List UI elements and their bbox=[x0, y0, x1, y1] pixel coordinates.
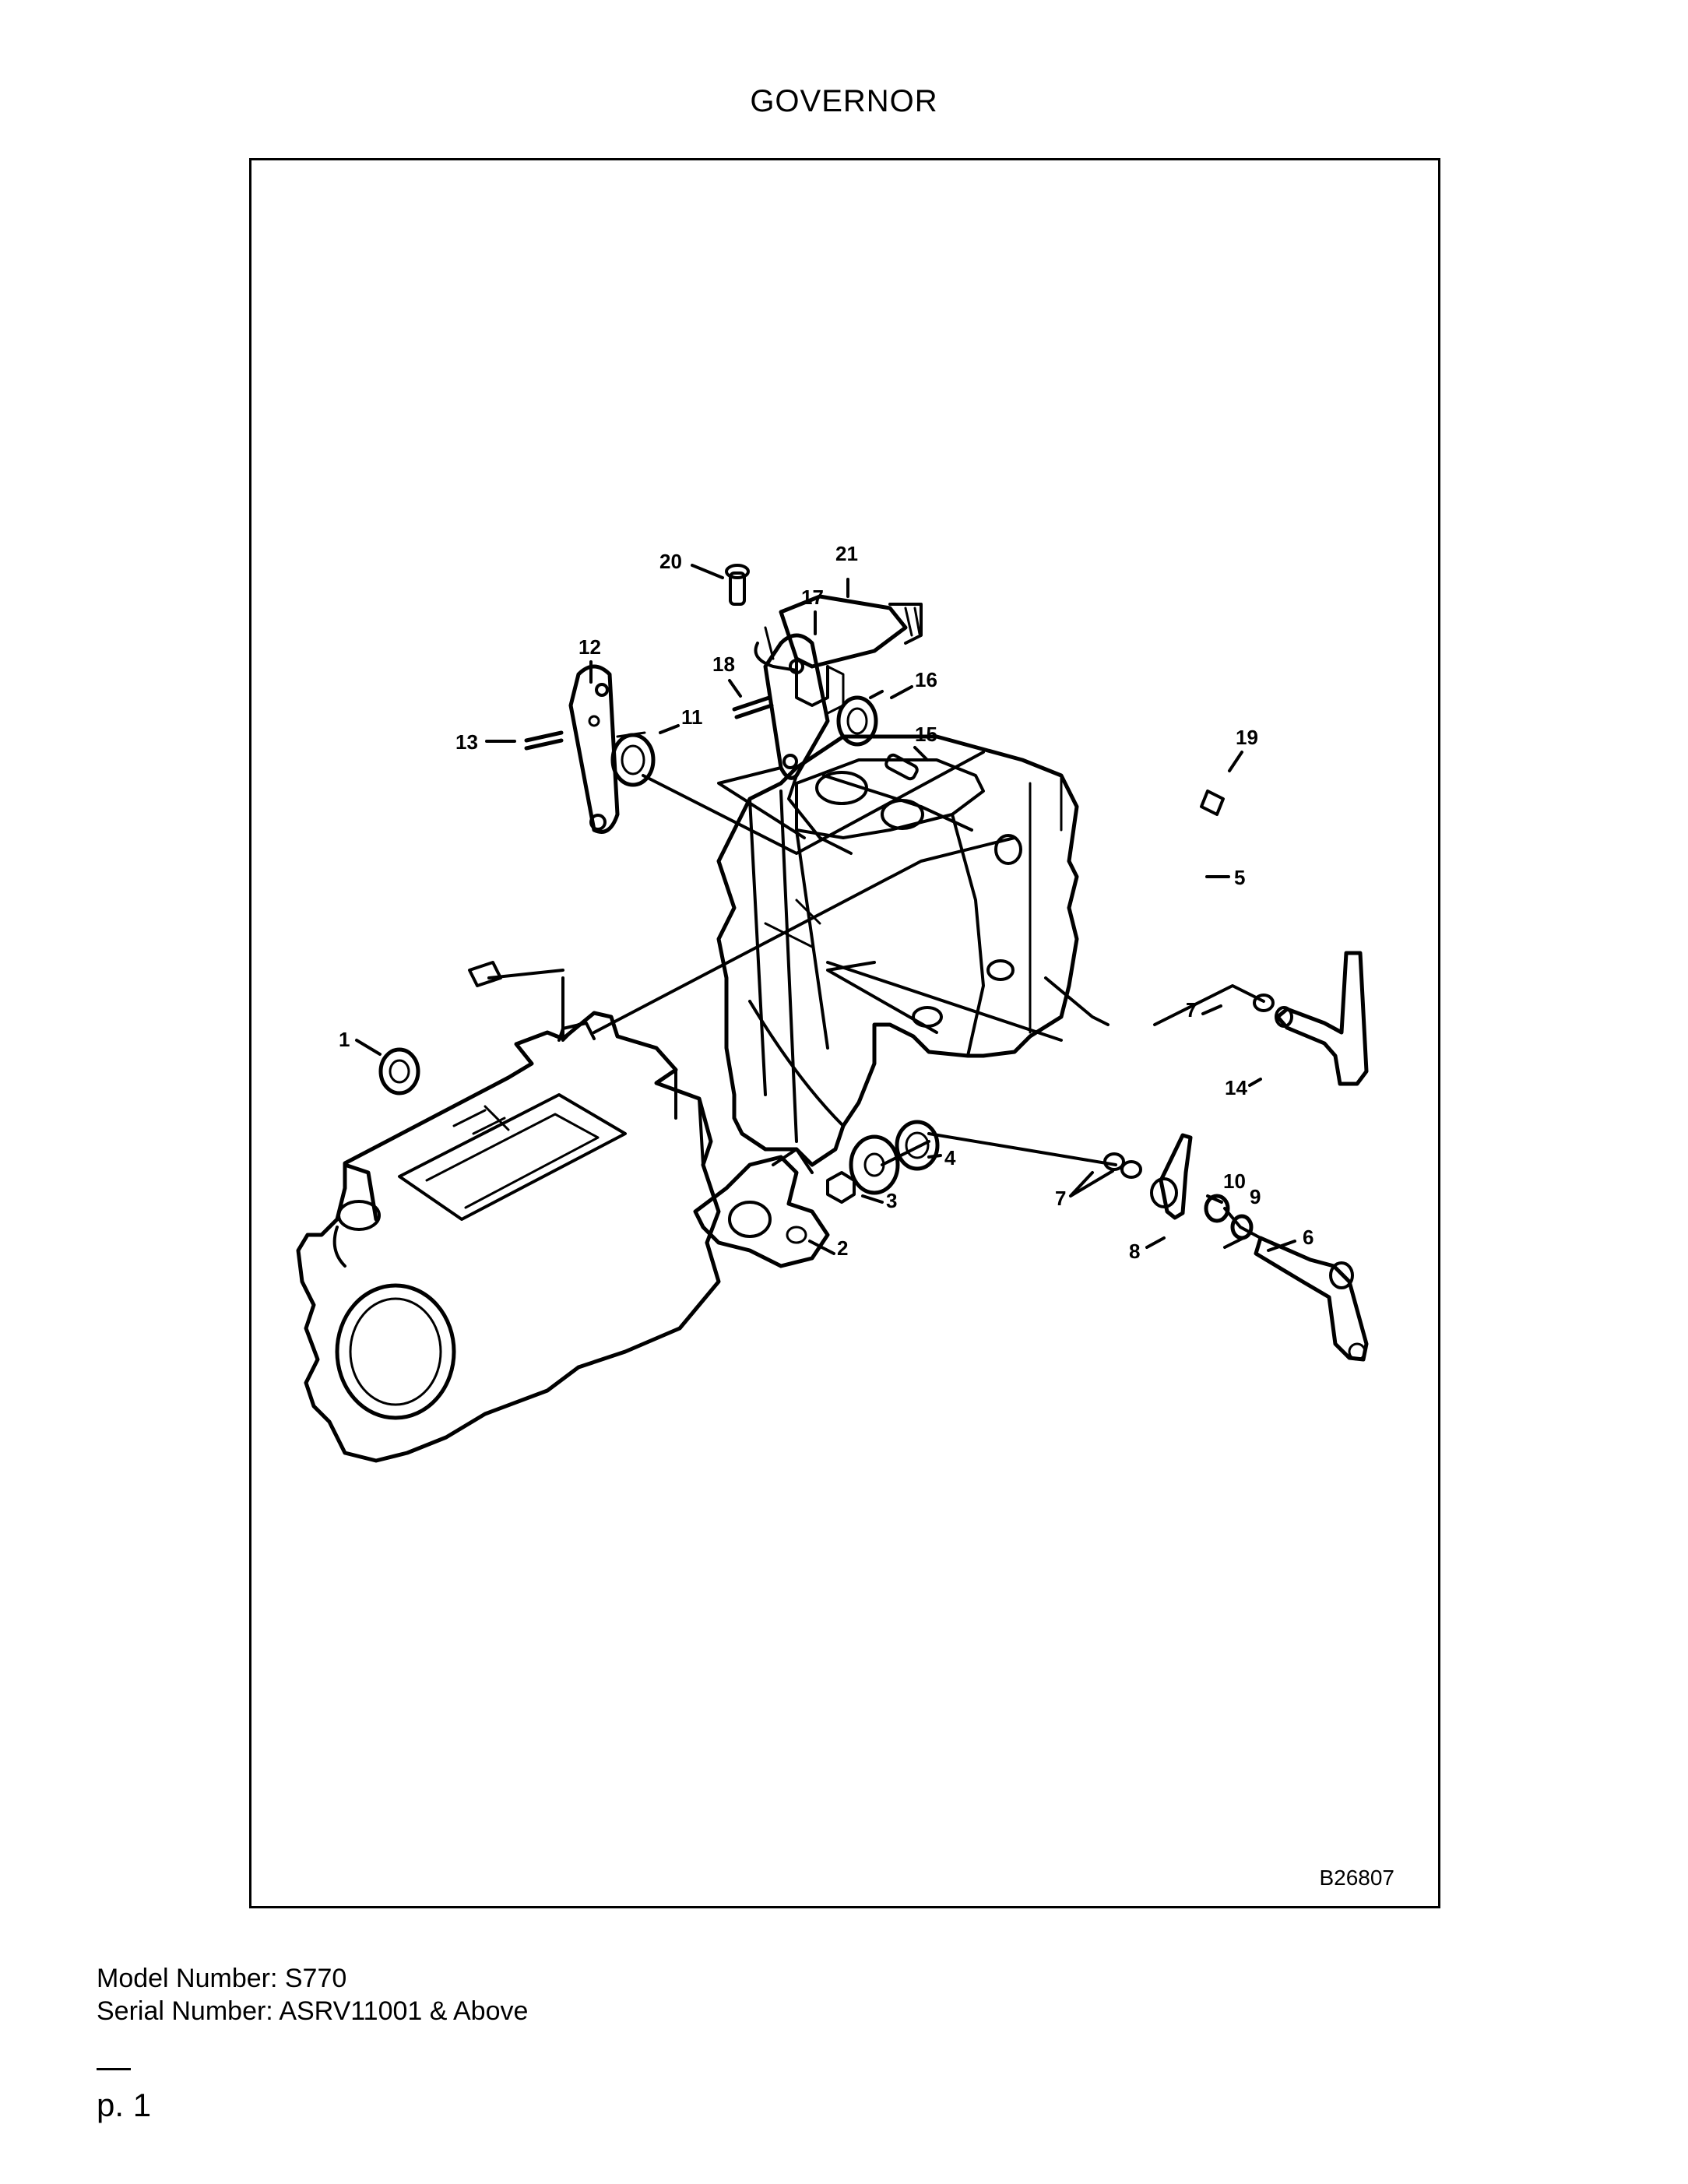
page-title: GOVERNOR bbox=[750, 84, 938, 118]
footer-info: Model Number: S770 Serial Number: ASRV11… bbox=[97, 1962, 528, 2027]
part-label-6: 6 bbox=[1303, 1226, 1313, 1249]
part-label-5: 5 bbox=[1234, 866, 1245, 889]
part-label-19: 19 bbox=[1236, 726, 1258, 749]
page-number: p. 1 bbox=[97, 2087, 152, 2123]
part-label-13: 13 bbox=[455, 730, 478, 754]
o-ring-7-lower-a-drawing bbox=[1103, 1152, 1125, 1171]
governor-diagram-drawing: 1 2 3 4 5 6 7 7 8 9 10 11 12 13 14 15 16… bbox=[296, 542, 1369, 1463]
part-label-14: 14 bbox=[1225, 1076, 1247, 1099]
part-label-1: 1 bbox=[339, 1028, 350, 1051]
engine-block-drawing bbox=[296, 1011, 721, 1463]
bolt-20-drawing bbox=[729, 571, 746, 606]
page-number-rule bbox=[97, 2068, 131, 2070]
part-label-15: 15 bbox=[915, 723, 937, 746]
bolt-13-drawing bbox=[524, 730, 564, 751]
o-ring-7-lower-b-drawing bbox=[1120, 1160, 1142, 1179]
part-label-10: 10 bbox=[1223, 1169, 1246, 1193]
lever-12-drawing bbox=[568, 664, 620, 834]
leader-lines bbox=[355, 564, 1296, 1255]
part-label-8: 8 bbox=[1129, 1240, 1140, 1263]
part-label-9: 9 bbox=[1250, 1185, 1261, 1208]
part-label-4: 4 bbox=[944, 1146, 956, 1169]
gear-4-drawing bbox=[849, 1120, 940, 1195]
lever-8-drawing bbox=[1150, 1133, 1193, 1220]
seal-1-drawing bbox=[378, 1047, 420, 1096]
solenoid-drawing bbox=[754, 594, 923, 715]
lever-6-drawing bbox=[1254, 1236, 1369, 1362]
nut-3-drawing bbox=[826, 1171, 856, 1204]
bolt-18-drawing bbox=[732, 695, 774, 719]
assembly-reference-lines bbox=[487, 751, 1265, 1240]
part-label-11: 11 bbox=[681, 705, 703, 729]
bearing-16-drawing bbox=[836, 690, 884, 747]
model-number: Model Number: S770 bbox=[97, 1964, 347, 1993]
o-ring-7-upper-drawing bbox=[1253, 994, 1275, 1012]
part-label-17: 17 bbox=[801, 586, 824, 609]
governor-housing-drawing bbox=[716, 734, 1079, 1167]
part-label-16: 16 bbox=[915, 668, 937, 691]
exploded-parts-diagram: 1 2 3 4 5 6 7 7 8 9 10 11 12 13 14 15 16… bbox=[249, 158, 1440, 1908]
part-labels: 1 2 3 4 5 6 7 7 8 9 10 11 12 13 14 15 16… bbox=[339, 542, 1313, 1263]
bearing-11-drawing bbox=[610, 731, 656, 787]
weight-assembly-2-drawing bbox=[693, 1148, 830, 1268]
part-label-12: 12 bbox=[578, 635, 601, 659]
bolt-19-drawing bbox=[1200, 790, 1225, 816]
pin-15-drawing bbox=[884, 753, 919, 781]
part-label-7-lower: 7 bbox=[1055, 1187, 1066, 1210]
drawing-code: B26807 bbox=[1319, 1866, 1394, 1890]
lever-14-drawing bbox=[1275, 951, 1369, 1086]
part-label-3: 3 bbox=[886, 1189, 897, 1212]
part-label-20: 20 bbox=[659, 550, 682, 573]
part-label-21: 21 bbox=[835, 542, 858, 565]
part-label-18: 18 bbox=[712, 652, 735, 676]
part-label-2: 2 bbox=[837, 1236, 848, 1260]
washer-10-drawing bbox=[1204, 1194, 1230, 1223]
serial-number: Serial Number: ASRV11001 & Above bbox=[97, 1996, 529, 2026]
part-label-7-upper: 7 bbox=[1186, 998, 1197, 1022]
